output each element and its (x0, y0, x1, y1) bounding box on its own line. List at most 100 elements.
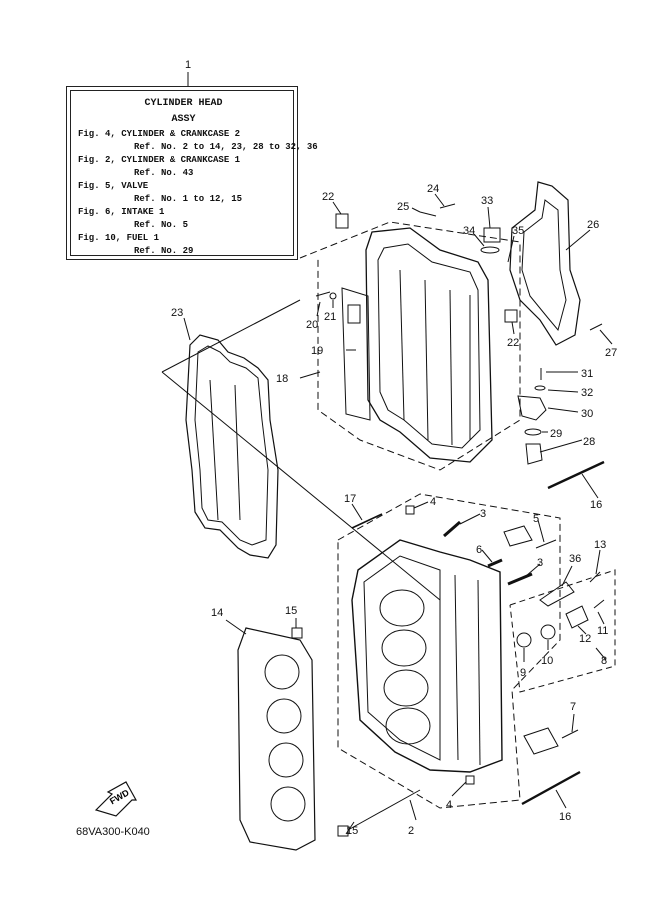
combustion-chamber (383, 669, 429, 707)
callout-17: 17 (344, 493, 356, 505)
callout-2: 2 (408, 825, 414, 837)
callout-22: 22 (322, 191, 334, 203)
head-cover-body (365, 227, 493, 463)
gasket-rib (209, 379, 219, 521)
sensor-cap (516, 632, 532, 648)
clamp (523, 727, 559, 755)
leader (161, 299, 301, 373)
clamp (503, 525, 533, 547)
bolt (589, 323, 603, 331)
callout-9: 9 (520, 667, 526, 679)
leader (316, 301, 321, 317)
callout-4: 4 (446, 799, 452, 811)
nut (465, 775, 475, 785)
combustion-chamber (385, 707, 431, 745)
gasket-bore (268, 742, 304, 778)
callout-36: 36 (569, 553, 581, 565)
diagram-code: 68VA300-K040 (76, 826, 150, 838)
callout-18: 18 (276, 373, 288, 385)
leader (459, 513, 481, 525)
o-ring (524, 428, 542, 436)
o-ring (480, 246, 500, 254)
legend-fig-reference: Fig. 5, VALVE (78, 181, 149, 191)
callout-24: 24 (427, 183, 439, 195)
leader (299, 371, 321, 379)
leader (597, 611, 605, 625)
leader (332, 201, 342, 215)
sensor-body (517, 395, 547, 421)
bolt (589, 571, 601, 583)
legend-ref-numbers: Ref. No. 1 to 12, 15 (134, 194, 243, 204)
callout-3: 3 (537, 557, 543, 569)
callout-31: 31 (581, 368, 593, 380)
callout-10: 10 (541, 655, 553, 667)
legend-fig-reference: Fig. 4, CYLINDER & CRANKCASE 2 (78, 129, 241, 139)
legend-reference-list: Fig. 4, CYLINDER & CRANKCASE 2 Ref. No. 2… (78, 128, 318, 258)
callout-12: 12 (579, 633, 591, 645)
callout-34: 34 (463, 225, 475, 237)
leader (473, 233, 485, 247)
leader (351, 503, 363, 521)
leader (345, 821, 355, 835)
leader (481, 549, 493, 563)
callout-layer: 1 2 3 3 4 4 5 6 7 8 9 10 11 12 13 14 15 … (171, 59, 617, 837)
callout-28: 28 (583, 436, 595, 448)
callout-6: 6 (476, 544, 482, 556)
head-rib (454, 574, 459, 761)
washer (329, 292, 337, 300)
leader (525, 563, 541, 577)
head-cover-rib (399, 269, 405, 421)
group-outline-sensor (509, 569, 616, 693)
bolt (535, 539, 557, 549)
leader (539, 439, 583, 453)
callout-27: 27 (605, 347, 617, 359)
assembly-legend-box: CYLINDER HEAD ASSY Fig. 4, CYLINDER & CR… (66, 86, 318, 260)
callout-23: 23 (171, 307, 183, 319)
callout-20: 20 (306, 319, 318, 331)
leader (571, 713, 575, 733)
cylinder-head-face (363, 555, 441, 761)
callout-16: 16 (590, 499, 602, 511)
callout-33: 33 (481, 195, 493, 207)
dowel-pin (291, 627, 303, 639)
cylinder-head-block (351, 539, 503, 773)
legend-ref-numbers: Ref. No. 5 (134, 220, 189, 230)
leader (555, 789, 567, 809)
callout-14: 14 (211, 607, 223, 619)
bolt (315, 291, 331, 297)
callout-13: 13 (594, 539, 606, 551)
legend-fig-reference: Fig. 10, FUEL 1 (78, 233, 160, 243)
leader (565, 229, 591, 251)
pin (507, 572, 533, 586)
head-rib (477, 579, 481, 766)
gasket-bore (266, 698, 302, 734)
callout-35: 35 (512, 225, 524, 237)
combustion-chamber (381, 629, 427, 667)
nut (405, 505, 415, 515)
pin (443, 520, 461, 538)
bolt (419, 211, 437, 217)
callout-19: 19 (311, 345, 323, 357)
callout-4: 4 (430, 496, 436, 508)
callout-16: 16 (559, 811, 571, 823)
leader (507, 235, 515, 263)
leader (561, 565, 573, 587)
callout-3: 3 (480, 508, 486, 520)
group-outline-cover (299, 221, 521, 471)
leader (183, 317, 191, 341)
callout-30: 30 (581, 408, 593, 420)
leader (487, 206, 491, 229)
legend-fig-reference: Fig. 6, INTAKE 1 (78, 207, 165, 217)
leader (434, 193, 445, 207)
legend-ref-numbers: Ref. No. 29 (134, 246, 194, 256)
legend-ref-numbers: Ref. No. 2 to 14, 23, 28 to 32, 36 (134, 142, 318, 152)
callout-25: 25 (397, 201, 409, 213)
head-gasket (237, 627, 316, 851)
cover-plate (341, 287, 371, 421)
legend-ref-numbers: Ref. No. 43 (134, 168, 194, 178)
gasket-rib (234, 384, 241, 521)
leader (577, 625, 587, 635)
sensor-tip (525, 443, 543, 465)
fwd-arrow-icon: FWD (94, 781, 138, 817)
leader (547, 389, 579, 393)
